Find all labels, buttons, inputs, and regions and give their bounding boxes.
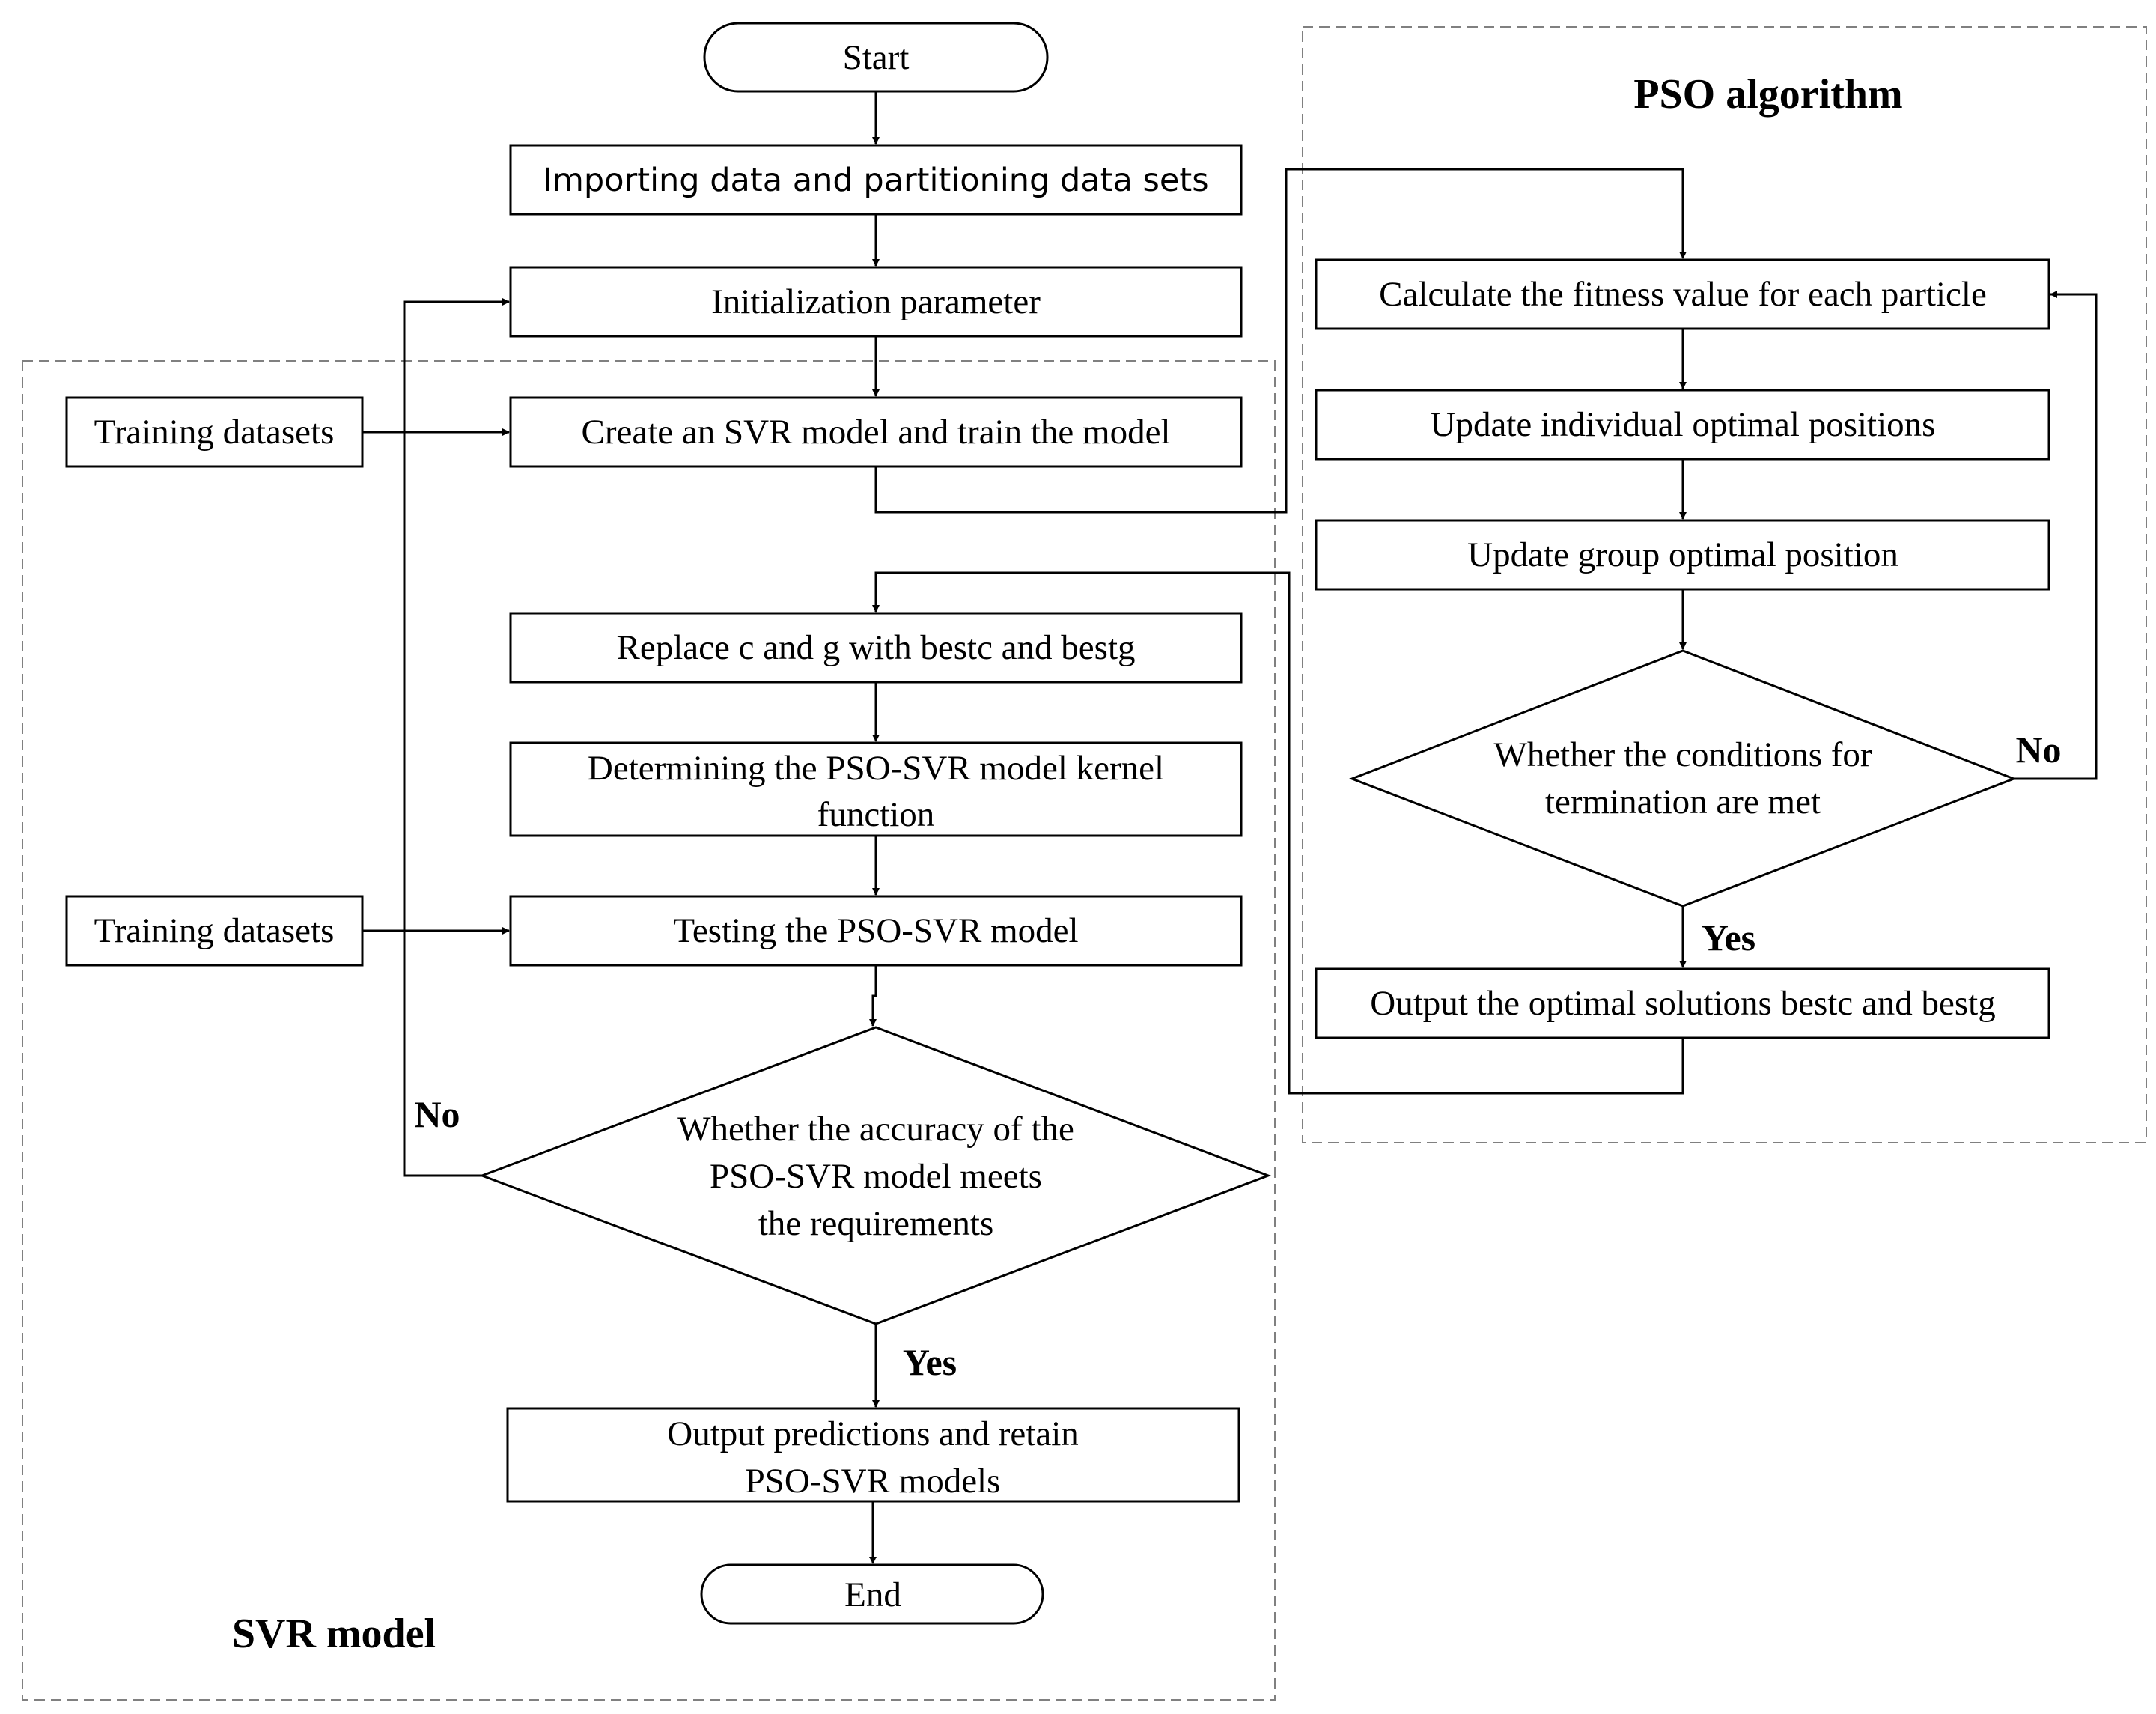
update-individual-box xyxy=(1315,389,2050,461)
termination-decision xyxy=(1348,649,2018,908)
arrow-create-to-fitness xyxy=(874,168,1687,514)
replace-cg-label: Replace c and g with bestc and bestg xyxy=(616,628,1135,667)
arrow-accuracy-no-to-init xyxy=(403,298,510,1177)
start-label: Start xyxy=(843,38,910,77)
accuracy-label-line1: Whether the accuracy of the xyxy=(677,1110,1074,1149)
fitness-label: Calculate the fitness value for each par… xyxy=(1379,275,1987,314)
kernel-box xyxy=(509,741,1243,837)
pso-algorithm-region xyxy=(1302,26,2147,1143)
yes-label-right: Yes xyxy=(1702,917,1755,958)
import-data-label: Importing data and partitioning data set… xyxy=(543,162,1208,199)
update-group-box xyxy=(1315,519,2050,591)
arrow-testing-to-accuracy xyxy=(869,965,877,1027)
end-label: End xyxy=(844,1575,901,1614)
accuracy-label-line3: the requirements xyxy=(758,1204,994,1243)
no-label-right: No xyxy=(2015,729,2061,771)
training-datasets-label-1: Training datasets xyxy=(94,413,335,452)
fitness-box xyxy=(1315,258,2050,330)
create-svr-box xyxy=(509,396,1243,468)
svr-model-region xyxy=(22,360,1276,1701)
create-svr-label: Create an SVR model and train the model xyxy=(581,413,1170,452)
yes-label-left: Yes xyxy=(903,1341,957,1383)
accuracy-label-line2: PSO-SVR model meets xyxy=(710,1157,1042,1196)
output-predictions-line2: PSO-SVR models xyxy=(746,1462,1001,1501)
arrow-termination-no-to-fitness xyxy=(2014,291,2098,780)
import-data-box xyxy=(509,144,1243,216)
training-datasets-label-2: Training datasets xyxy=(94,911,335,950)
update-group-label: Update group optimal position xyxy=(1467,535,1898,574)
replace-cg-box xyxy=(509,612,1243,684)
termination-label-line2: termination are met xyxy=(1545,782,1821,821)
training-datasets-box-1 xyxy=(65,396,364,468)
svr-model-title: SVR model xyxy=(232,1611,436,1657)
termination-label-line1: Whether the conditions for xyxy=(1493,735,1872,774)
no-label-left: No xyxy=(414,1093,460,1135)
arrow-optimal-to-replace xyxy=(872,571,1684,1095)
kernel-label-line2: function xyxy=(817,795,935,834)
output-optimal-box xyxy=(1315,967,2050,1039)
testing-box xyxy=(509,895,1243,967)
update-individual-label: Update individual optimal positions xyxy=(1431,405,1936,444)
output-predictions-line1: Output predictions and retain xyxy=(667,1414,1079,1453)
kernel-label-line1: Determining the PSO-SVR model kernel xyxy=(588,749,1164,788)
output-optimal-label: Output the optimal solutions bestc and b… xyxy=(1370,984,1995,1023)
init-param-label: Initialization parameter xyxy=(711,282,1041,321)
pso-algorithm-title: PSO algorithm xyxy=(1633,71,1902,118)
end-terminal xyxy=(700,1563,1044,1625)
testing-label: Testing the PSO-SVR model xyxy=(673,911,1078,950)
training-datasets-box-2 xyxy=(65,895,364,967)
output-predictions-box xyxy=(506,1407,1240,1503)
